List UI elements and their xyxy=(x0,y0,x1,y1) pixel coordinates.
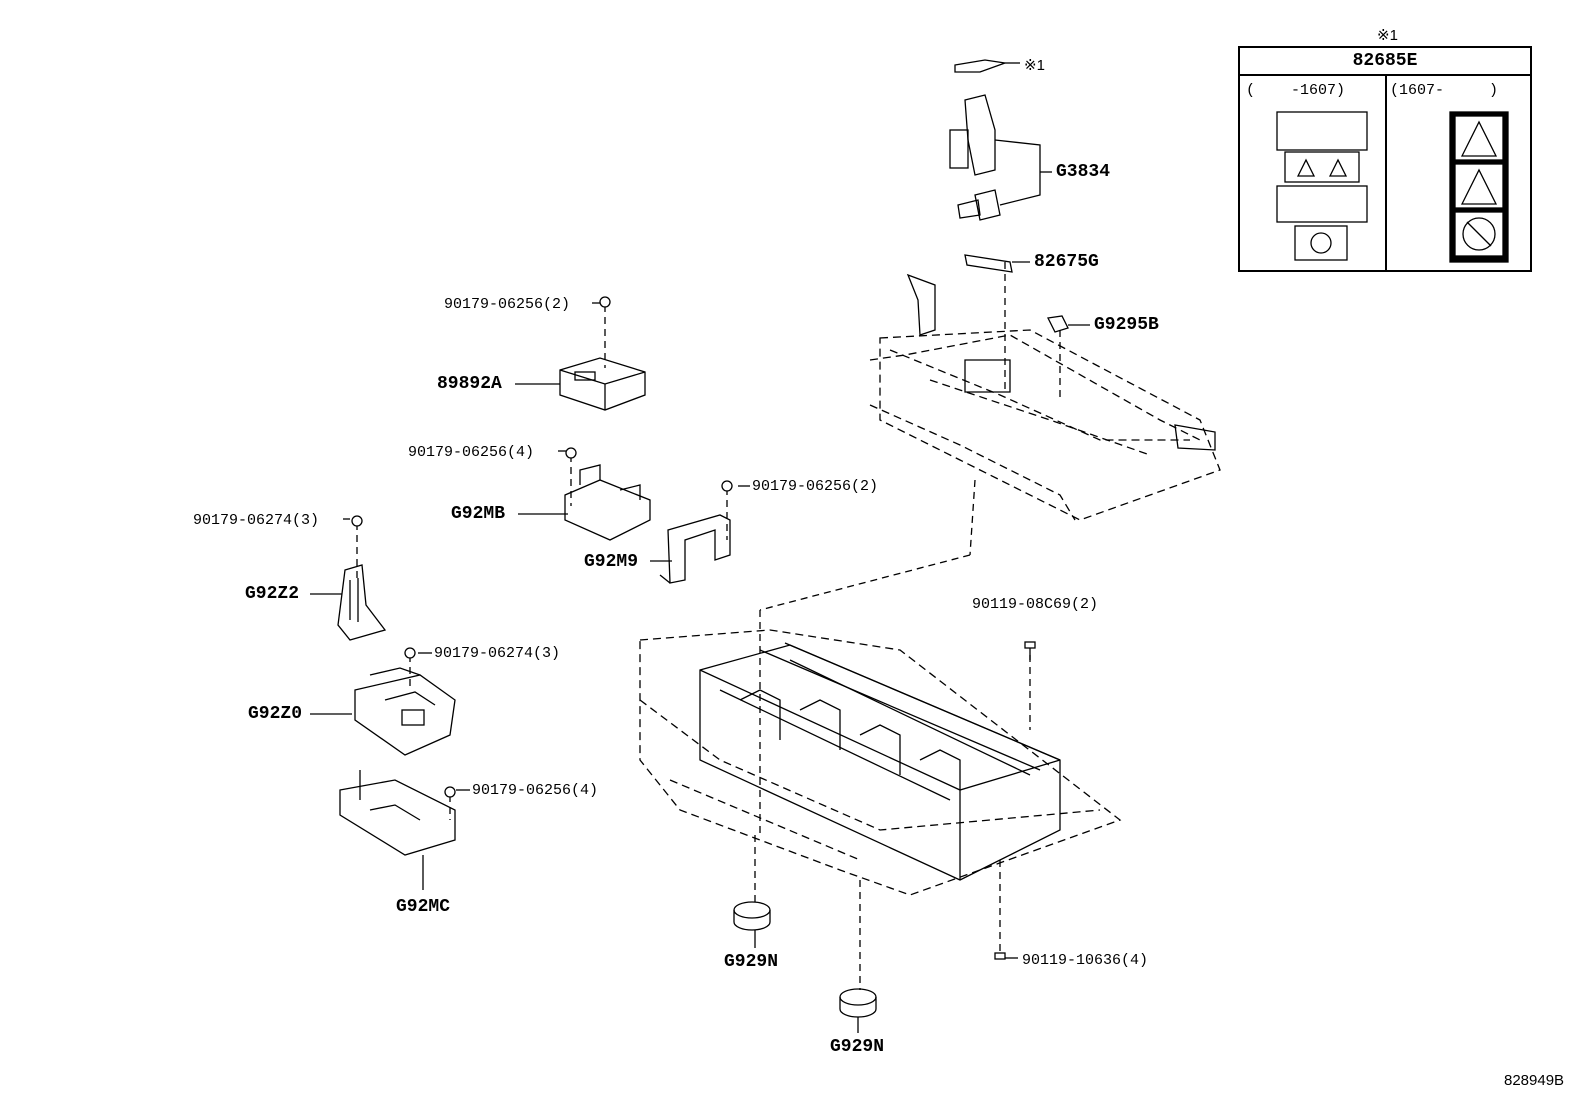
bracket-G92MC xyxy=(339,770,456,856)
bracket-G92Z2 xyxy=(337,564,387,641)
label-nut-z2: 90179-06274(3) xyxy=(193,512,320,529)
leader-lines xyxy=(310,62,1090,1033)
clip-G9295B xyxy=(1047,315,1069,333)
connection-lines xyxy=(356,262,1061,990)
battery-module xyxy=(699,642,1061,881)
mount-G929N-right xyxy=(839,988,877,1018)
inset-ref-mark: ※1 xyxy=(1377,27,1398,44)
label-bolt-top: 90119-08C69(2) xyxy=(972,596,1099,613)
inset-label-right xyxy=(1449,111,1509,263)
label-mount-left-G929N: G929N xyxy=(724,952,779,972)
inset-col-right-label: (1607- ) xyxy=(1390,82,1499,99)
battery-lower-tray xyxy=(639,629,1122,896)
service-plug-G3834 xyxy=(949,94,1041,221)
figure-id: 828949B xyxy=(1504,1072,1565,1089)
label-plate-82675G xyxy=(964,254,1013,273)
bracket-G92MB xyxy=(564,464,651,541)
label-bracket-G92M9: G92M9 xyxy=(584,552,639,572)
inset-warning-labels: 82685E ( -1607) (1607- ) xyxy=(1238,46,1532,272)
inset-divider xyxy=(1385,74,1387,272)
ecu-89892A xyxy=(559,357,646,411)
label-ref-mark: ※1 xyxy=(1024,57,1045,74)
label-bracket-G92Z2: G92Z2 xyxy=(245,584,300,604)
label-bracket-G92MC: G92MC xyxy=(396,897,451,917)
label-ecu-89892A: 89892A xyxy=(437,374,502,394)
label-plate-82675G: 82675G xyxy=(1034,252,1099,272)
label-nut-top: 90179-06256(2) xyxy=(444,296,571,313)
label-bolt-bottom: 90119-10636(4) xyxy=(1022,952,1149,969)
label-block-G92Z0: G92Z0 xyxy=(248,704,303,724)
label-sheet-ref xyxy=(954,59,1006,73)
bolts xyxy=(994,641,1036,960)
inset-part-code: 82685E xyxy=(1240,48,1530,76)
label-plug-G3834: G3834 xyxy=(1056,162,1111,182)
nuts xyxy=(351,296,733,798)
bracket-G92M9 xyxy=(659,514,731,584)
label-nut-z0: 90179-06274(3) xyxy=(434,645,561,662)
block-G92Z0 xyxy=(354,667,456,756)
label-bracket-G92MB: G92MB xyxy=(451,504,506,524)
inset-label-left xyxy=(1276,111,1368,261)
mount-G929N-left xyxy=(733,901,771,931)
label-nut-m9: 90179-06256(2) xyxy=(752,478,879,495)
label-clip-G9295B: G9295B xyxy=(1094,315,1159,335)
battery-upper-tray xyxy=(869,329,1221,521)
label-mount-right-G929N: G929N xyxy=(830,1037,885,1057)
label-nut-mc: 90179-06256(4) xyxy=(472,782,599,799)
battery-upper-tray-solid xyxy=(906,273,1216,451)
inset-col-left-label: ( -1607) xyxy=(1246,82,1346,99)
label-nut-mb: 90179-06256(4) xyxy=(408,444,535,461)
